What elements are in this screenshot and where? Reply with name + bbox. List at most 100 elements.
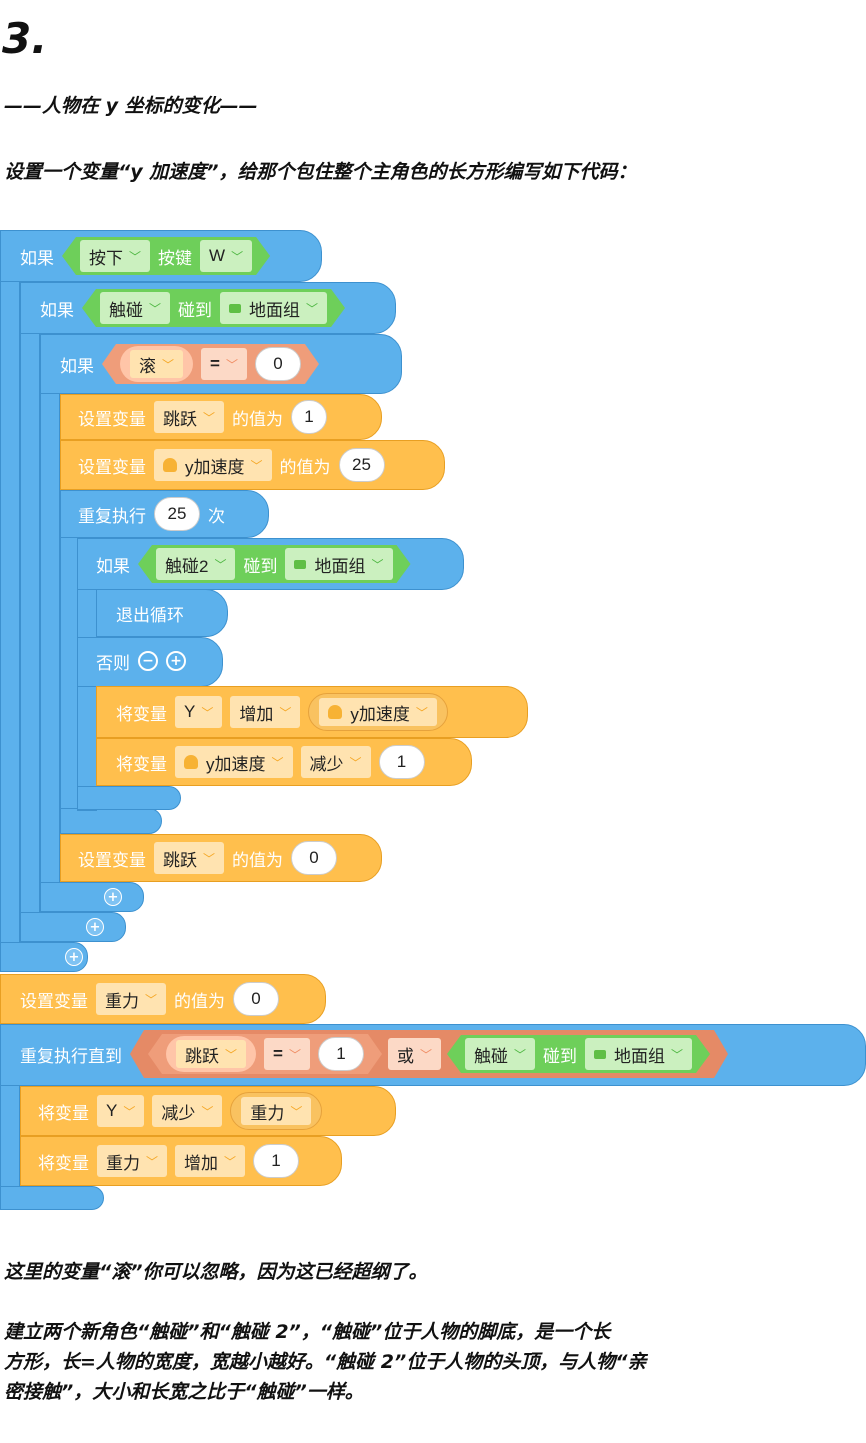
variable-dropdown[interactable]: y加速度﹀ — [154, 449, 272, 481]
touch-label: 碰到 — [543, 1046, 577, 1066]
variable-dropdown[interactable]: 跳跃﹀ — [176, 1040, 246, 1068]
variable-dropdown[interactable]: 跳跃﹀ — [154, 842, 225, 874]
break-loop-block[interactable] — [96, 589, 228, 637]
plus-icon[interactable]: + — [65, 948, 83, 966]
target-dropdown[interactable]: 地面组﹀ — [220, 292, 327, 324]
minus-icon[interactable]: − — [138, 651, 158, 671]
touching-condition[interactable]: 触碰﹀ 碰到 地面组﹀ — [82, 289, 345, 327]
if-block-arm — [0, 281, 20, 943]
note-text: 这里的变量“滚”你可以忽略，因为这已经超纲了。 — [4, 1261, 428, 1283]
repeat-block-arm — [60, 537, 78, 833]
variable-reporter[interactable]: 滚﹀ — [120, 346, 193, 382]
set-keyword: 设置变量 — [78, 409, 146, 429]
folder-icon — [594, 1050, 606, 1059]
paragraph-line-3: 密接触”，大小和长宽之比于“触碰”一样。 — [4, 1381, 364, 1403]
repeat-until-arm — [0, 1085, 20, 1189]
target-dropdown[interactable]: 地面组﹀ — [285, 548, 392, 580]
operation-dropdown[interactable]: 减少﹀ — [152, 1095, 223, 1127]
variable-reporter[interactable]: y加速度﹀ — [308, 693, 448, 731]
variable-reporter[interactable]: 重力﹀ — [230, 1092, 323, 1130]
caret-down-icon: ﹀ — [231, 249, 244, 264]
operation-dropdown[interactable]: 增加﹀ — [230, 696, 301, 728]
caret-down-icon: ﹀ — [288, 1047, 301, 1062]
repeat-count-input[interactable]: 25 — [154, 497, 200, 531]
caret-down-icon: ﹀ — [123, 1104, 136, 1119]
caret-down-icon: ﹀ — [371, 557, 384, 572]
intro-text: 设置一个变量“y 加速度”，给那个包住整个主角色的长方形编写如下代码： — [4, 161, 637, 183]
section-heading: 3. — [2, 14, 48, 63]
caret-down-icon: ﹀ — [214, 557, 227, 572]
sprite-dropdown[interactable]: 触碰﹀ — [465, 1038, 535, 1070]
plus-icon[interactable]: + — [86, 918, 104, 936]
caret-down-icon: ﹀ — [349, 755, 362, 770]
operation-dropdown[interactable]: 增加﹀ — [175, 1145, 246, 1177]
sprite-dropdown[interactable]: 触碰﹀ — [100, 292, 170, 324]
ghost-icon — [184, 755, 198, 769]
value-label: 的值为 — [279, 457, 331, 477]
caret-down-icon: ﹀ — [671, 1047, 684, 1062]
logic-dropdown[interactable]: 或﹀ — [388, 1038, 441, 1070]
set-keyword: 设置变量 — [20, 991, 88, 1011]
value-input[interactable]: 1 — [291, 400, 328, 434]
operator-dropdown[interactable]: =﹀ — [201, 348, 247, 380]
caret-down-icon: ﹀ — [225, 357, 238, 372]
value-input[interactable]: 0 — [233, 982, 280, 1016]
equals-condition[interactable]: 跳跃﹀ =﹀ 1 — [148, 1034, 382, 1074]
variable-dropdown[interactable]: Y﹀ — [97, 1095, 145, 1127]
caret-down-icon: ﹀ — [271, 755, 284, 770]
variable-dropdown[interactable]: y加速度﹀ — [175, 746, 293, 778]
break-loop-label: 退出循环 — [116, 605, 184, 625]
variable-dropdown[interactable]: y加速度﹀ — [319, 698, 437, 726]
value-input[interactable]: 1 — [253, 1144, 300, 1178]
value-input[interactable]: 0 — [255, 347, 301, 381]
plus-icon[interactable]: + — [104, 888, 122, 906]
caret-down-icon: ﹀ — [225, 1047, 238, 1062]
if-block-arm — [40, 393, 60, 883]
if-keyword: 如果 — [40, 300, 74, 320]
caret-down-icon: ﹀ — [201, 1104, 214, 1119]
value-label: 的值为 — [174, 991, 226, 1011]
operator-dropdown[interactable]: =﹀ — [264, 1038, 310, 1070]
caret-down-icon: ﹀ — [415, 705, 428, 720]
key-pressed-condition[interactable]: 按下﹀ 按键 W﹀ — [62, 237, 270, 275]
value-input[interactable]: 25 — [338, 448, 385, 482]
change-keyword: 将变量 — [38, 1153, 89, 1173]
variable-dropdown[interactable]: 重力﹀ — [241, 1097, 312, 1125]
sprite-dropdown[interactable]: 触碰2﹀ — [156, 548, 235, 580]
plus-icon[interactable]: + — [166, 651, 186, 671]
caret-down-icon: ﹀ — [306, 301, 319, 316]
variable-dropdown[interactable]: 滚﹀ — [130, 350, 183, 378]
caret-down-icon: ﹀ — [149, 301, 162, 316]
variable-dropdown[interactable]: 重力﹀ — [96, 983, 167, 1015]
change-keyword: 将变量 — [116, 754, 167, 774]
variable-dropdown[interactable]: Y﹀ — [175, 696, 223, 728]
if-keyword: 如果 — [20, 248, 54, 268]
if-else-block-footer — [77, 786, 181, 810]
change-keyword: 将变量 — [38, 1103, 89, 1123]
value-label: 的值为 — [232, 850, 284, 870]
value-input[interactable]: 1 — [318, 1037, 364, 1071]
or-condition[interactable]: 跳跃﹀ =﹀ 1 或﹀ 触碰﹀ 碰到 地面组﹀ — [130, 1030, 728, 1078]
value-input[interactable]: 1 — [378, 745, 425, 779]
ghost-icon — [328, 705, 343, 719]
variable-dropdown[interactable]: 重力﹀ — [97, 1145, 168, 1177]
variable-reporter[interactable]: 跳跃﹀ — [166, 1036, 256, 1072]
target-dropdown[interactable]: 地面组﹀ — [585, 1038, 692, 1070]
touching-condition[interactable]: 触碰﹀ 碰到 地面组﹀ — [447, 1035, 710, 1073]
change-keyword: 将变量 — [116, 704, 167, 724]
caret-down-icon: ﹀ — [250, 458, 263, 473]
value-input[interactable]: 0 — [291, 841, 338, 875]
folder-icon — [229, 304, 241, 313]
value-label: 的值为 — [232, 409, 284, 429]
caret-down-icon: ﹀ — [279, 705, 292, 720]
repeat-keyword: 重复执行 — [78, 506, 146, 526]
caret-down-icon: ﹀ — [203, 851, 216, 866]
press-dropdown[interactable]: 按下﹀ — [80, 240, 150, 272]
touching-condition[interactable]: 触碰2﹀ 碰到 地面组﹀ — [138, 545, 411, 583]
if-else-block-arm — [77, 589, 97, 811]
key-dropdown[interactable]: W﹀ — [200, 240, 252, 272]
equals-condition[interactable]: 滚﹀ =﹀ 0 — [102, 344, 319, 384]
caret-down-icon: ﹀ — [224, 1154, 237, 1169]
operation-dropdown[interactable]: 减少﹀ — [300, 746, 371, 778]
variable-dropdown[interactable]: 跳跃﹀ — [154, 401, 225, 433]
